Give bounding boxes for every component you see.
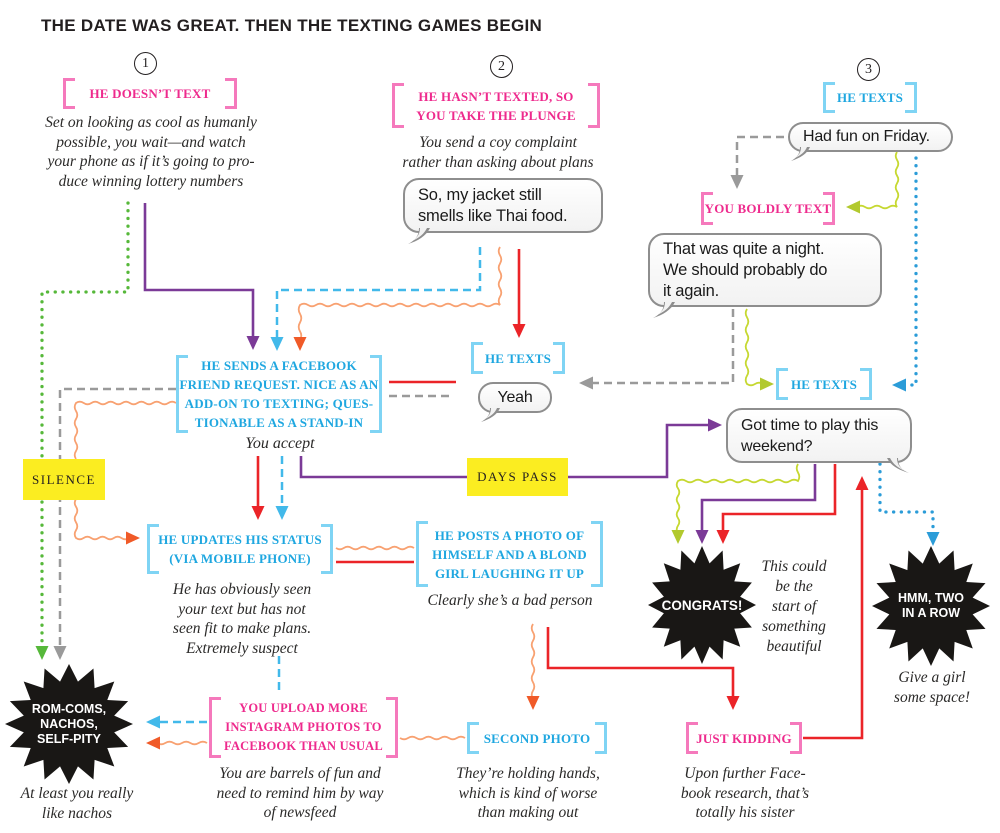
- starburst-shape: [5, 664, 133, 784]
- step-number-2: 2: [490, 55, 513, 78]
- label-he-hasnt-texted: HE HASN’T TEXTED, SO YOU TAKE THE PLUNGE: [392, 83, 600, 128]
- label-line: HE DOESN’T TEXT: [89, 86, 211, 101]
- label-just-kidding: JUST KIDDING: [686, 722, 802, 754]
- sms-bubble-had-fun: Had fun on Friday.: [788, 122, 953, 161]
- label-line: YOU TAKE THE PLUNGE: [416, 107, 576, 123]
- label-he-texts-right: HE TEXTS: [776, 368, 872, 400]
- label-you-upload-instagram: YOU UPLOAD MORE INSTAGRAM PHOTOS TO FACE…: [209, 697, 398, 758]
- label-line: HE SENDS A FACEBOOK: [201, 358, 357, 373]
- label-line: INSTAGRAM PHOTOS TO: [225, 720, 382, 734]
- note-you-accept: You accept: [245, 435, 315, 452]
- label-line: TIONABLE AS A STAND-IN: [194, 415, 364, 430]
- page-title: THE DATE WAS GREAT. THEN THE TEXTING GAM…: [41, 16, 543, 35]
- label-he-texts-top: HE TEXTS: [823, 82, 917, 113]
- star-hmm-two-in-a-row: HMM, TWO IN A ROW: [872, 546, 990, 666]
- note-you-wait: Set on looking as cool as humanly possib…: [45, 114, 257, 190]
- star-congrats: CONGRATS!: [648, 546, 756, 664]
- label-line: HE TEXTS: [790, 376, 858, 392]
- label-line: ADD-ON TO TEXTING; QUES-: [184, 396, 374, 411]
- sms-bubble-quite-a-night: That was quite a night. We should probab…: [648, 233, 882, 318]
- step-number-3: 3: [857, 58, 880, 81]
- label-second-photo: SECOND PHOTO: [467, 722, 607, 754]
- star-label: CONGRATS!: [661, 597, 743, 613]
- bubble-tail: [408, 228, 430, 244]
- sign-days-pass: DAYS PASS: [467, 458, 568, 496]
- label-line: HIMSELF AND A BLOND: [432, 546, 587, 562]
- note-extremely-suspect: He has obviously seen your text but has …: [172, 581, 312, 657]
- label-line: JUST KIDDING: [696, 730, 792, 746]
- bubble-tail: [791, 147, 810, 161]
- label-line: FACEBOOK THAN USUAL: [224, 739, 383, 753]
- bubble-tail: [653, 302, 675, 318]
- note-something-beautiful: This could be the start of something bea…: [761, 558, 827, 655]
- label-line: HE TEXTS: [484, 350, 552, 366]
- label-line: HE UPDATES HIS STATUS: [158, 532, 322, 547]
- label-line: FRIEND REQUEST. NICE AS AN: [179, 377, 379, 392]
- starburst-shape: [872, 546, 990, 666]
- label-line: YOU UPLOAD MORE: [239, 701, 368, 715]
- label-he-updates-status: HE UPDATES HIS STATUS (VIA MOBILE PHONE): [147, 524, 333, 574]
- step-number-1: 1: [134, 52, 157, 75]
- star-label: ROM-COMS, NACHOS, SELF-PITY: [31, 701, 107, 746]
- label-he-texts-middle: HE TEXTS: [471, 342, 565, 374]
- star-label: HMM, TWO IN A ROW: [898, 591, 964, 620]
- label-he-doesnt-text: HE DOESN’T TEXT: [63, 78, 237, 109]
- sign-silence: SILENCE: [23, 459, 105, 500]
- note-holding-hands: They’re holding hands, which is kind of …: [456, 765, 600, 821]
- note-like-nachos: At least you really like nachos: [20, 785, 134, 822]
- label-line: HE POSTS A PHOTO OF: [434, 527, 585, 543]
- label-facebook-friend-request: HE SENDS A FACEBOOK FRIEND REQUEST. NICE…: [176, 355, 382, 433]
- label-he-posts-photo: HE POSTS A PHOTO OF HIMSELF AND A BLOND …: [416, 521, 603, 587]
- note-bad-person: Clearly she’s a bad person: [427, 592, 593, 609]
- label-you-boldly-text: YOU BOLDLY TEXT: [701, 192, 835, 225]
- bubble-tail: [481, 408, 500, 422]
- sms-bubble-got-time: Got time to play this weekend?: [726, 408, 912, 473]
- label-line: SECOND PHOTO: [483, 730, 591, 746]
- starburst-shape: [648, 546, 756, 664]
- sms-bubble-yeah: Yeah: [478, 382, 552, 422]
- label-line: HE HASN’T TEXTED, SO: [418, 88, 574, 104]
- label-line: GIRL LAUGHING IT UP: [434, 565, 585, 581]
- note-coy-complaint: You send a coy complaint rather than ask…: [402, 134, 594, 171]
- label-line: HE TEXTS: [836, 90, 904, 105]
- note-barrels-of-fun: You are barrels of fun and need to remin…: [216, 765, 384, 821]
- bubble-tail: [887, 458, 909, 473]
- note-totally-his-sister: Upon further Face- book research, that’s…: [680, 765, 810, 821]
- star-rom-coms: ROM-COMS, NACHOS, SELF-PITY: [5, 664, 133, 784]
- label-line: (VIA MOBILE PHONE): [169, 551, 311, 566]
- label-line: YOU BOLDLY TEXT: [704, 201, 832, 216]
- sms-bubble-thai-food: So, my jacket still smells like Thai foo…: [403, 178, 603, 244]
- note-give-space: Give a girl some space!: [893, 669, 971, 706]
